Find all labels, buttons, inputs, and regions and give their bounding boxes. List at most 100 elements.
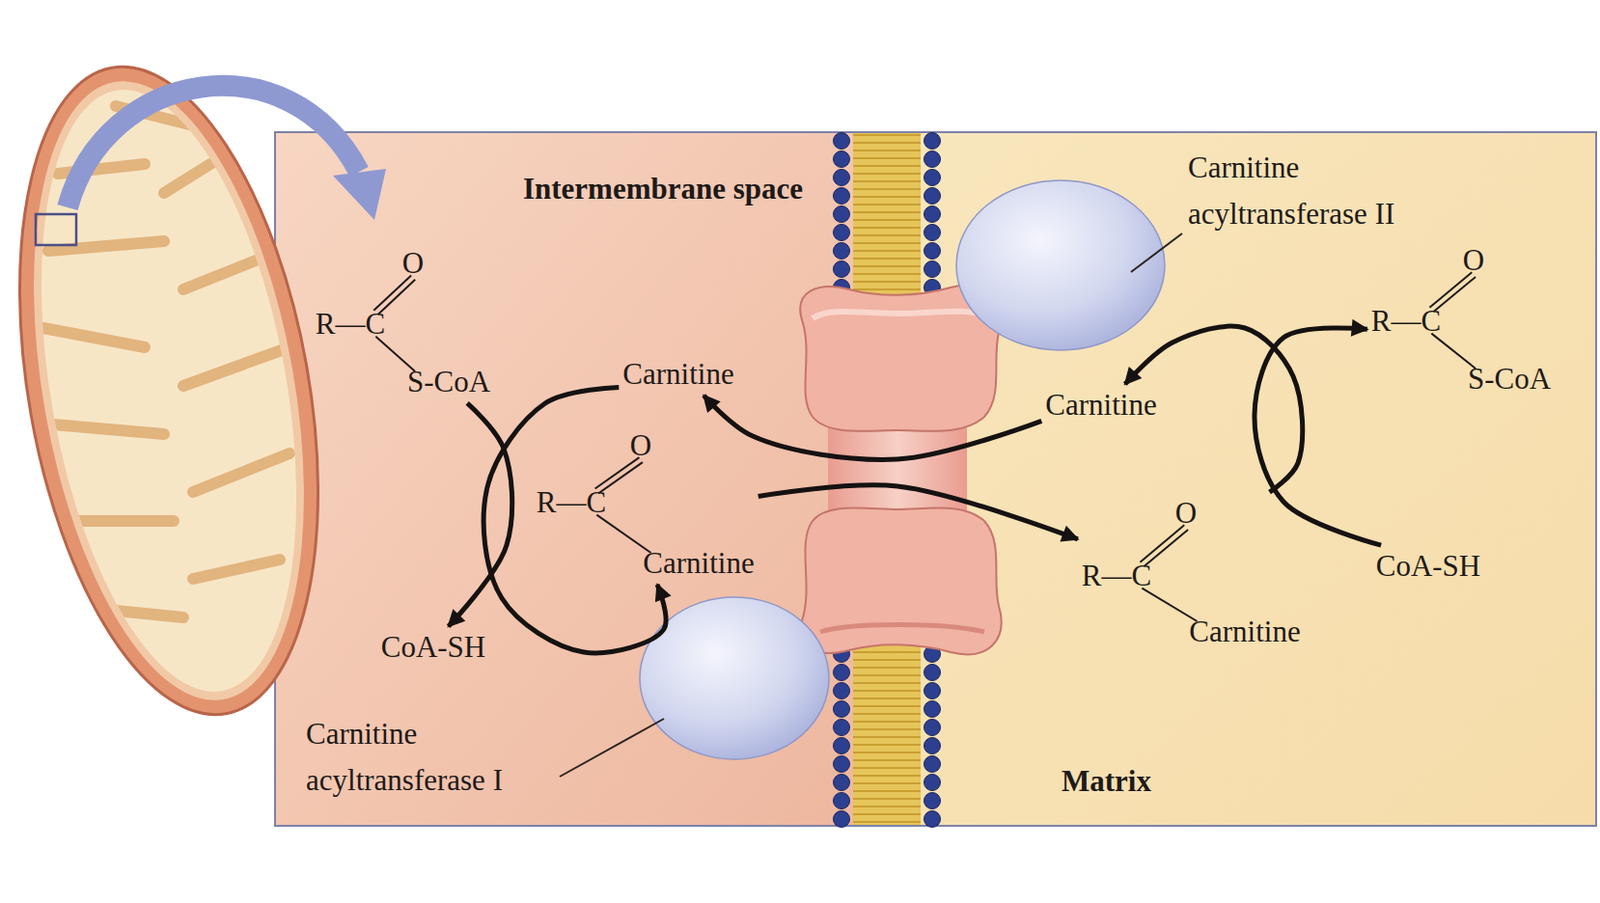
- leader-line: [1131, 233, 1183, 273]
- crista: [86, 607, 184, 618]
- lipid-head: [924, 738, 941, 755]
- lipid-head: [833, 151, 851, 168]
- chemical-bond: [373, 275, 412, 311]
- lipid-head: [924, 719, 941, 737]
- chemical-bond: [1433, 276, 1476, 312]
- chemical-bond: [377, 279, 415, 315]
- transporter-shade: [820, 625, 985, 634]
- reaction-arrow: [703, 395, 1042, 461]
- lipid-head: [833, 243, 851, 260]
- formula-text: Carnitine: [622, 357, 734, 392]
- molecule: O R—C S-CoA: [311, 242, 495, 404]
- chemical-bond: [1431, 333, 1476, 369]
- lipid-head: [924, 793, 941, 810]
- formula-text: S-CoA: [407, 364, 491, 400]
- lipid-head: [833, 188, 851, 205]
- chemical-bond: [598, 462, 643, 494]
- cat-ii-enzyme: [956, 180, 1165, 351]
- mitochondrion: [0, 43, 364, 739]
- lipid-head: [833, 683, 851, 700]
- lipid-head: [924, 774, 941, 792]
- zoom-arrow: [67, 85, 359, 208]
- intermembrane-region: [275, 133, 856, 826]
- lipid-head: [924, 169, 941, 187]
- molecule: OR—CS-CoA: [1367, 239, 1555, 401]
- lipid-head: [924, 811, 941, 828]
- formula-text: O: [1175, 496, 1197, 531]
- crista: [193, 559, 280, 580]
- lipid-head: [833, 206, 851, 223]
- lipid-head: [924, 206, 941, 223]
- lipid-head: [833, 664, 851, 682]
- chemical-bond: [1429, 273, 1472, 308]
- formula-text: CoA-SH: [381, 630, 487, 665]
- transporter-channel: [827, 424, 967, 514]
- lipid-head: [833, 719, 851, 737]
- lipid-head: [924, 701, 941, 718]
- crista: [67, 515, 174, 527]
- leader-line: [559, 718, 664, 777]
- lipid-head: [924, 151, 941, 168]
- lipid-head: [924, 261, 941, 278]
- lipid-head: [833, 793, 851, 810]
- lipid-head: [833, 738, 851, 755]
- formula-text: Carnitine: [1045, 387, 1157, 423]
- chemical-bond: [1139, 525, 1185, 563]
- zoom-arrowhead: [332, 168, 387, 221]
- chemical-bond: [375, 336, 415, 372]
- lipid-head: [924, 756, 941, 773]
- crista: [53, 424, 165, 435]
- formula-text: R—C: [536, 485, 607, 521]
- lipid-head: [833, 133, 851, 150]
- panel: [275, 132, 1597, 827]
- lipid-head: [833, 774, 851, 792]
- crista: [193, 453, 290, 493]
- chemical-bond: [1143, 529, 1188, 567]
- lipid-head: [833, 261, 851, 278]
- lipid-head: [924, 188, 941, 205]
- lipid-head: [833, 169, 851, 187]
- reaction-arrow: [448, 403, 513, 627]
- formula-text: S-CoA: [1467, 361, 1551, 397]
- molecule: O R—C Carnitine: [532, 424, 759, 585]
- crista: [183, 250, 280, 290]
- molecule-name: Carnitine: [618, 353, 738, 396]
- molecule-name: CoA-SH: [1372, 545, 1486, 588]
- chemical-bond: [594, 457, 639, 489]
- lipid-head: [924, 224, 941, 242]
- region-label: Intermembrane space: [518, 165, 808, 213]
- molecule: O R—C Carnitine: [1077, 492, 1305, 654]
- chemical-bond: [596, 515, 651, 553]
- formula-text: O: [402, 246, 424, 281]
- lipid-head: [924, 683, 941, 700]
- formula-text: R—C: [315, 306, 386, 342]
- molecule-name: CoA-SH: [377, 626, 491, 669]
- enzyme-label: Carnitine acyltransferase II: [1187, 144, 1468, 238]
- formula-text: O: [630, 428, 652, 464]
- enzyme-label: Carnitine acyltransferase I: [305, 711, 586, 804]
- transporter-shine: [812, 311, 987, 319]
- reaction-arrow: [758, 485, 1078, 540]
- formula-text: Carnitine: [1188, 614, 1300, 650]
- reaction-arrow: [1254, 328, 1381, 546]
- lipid-head: [833, 701, 851, 718]
- transporter-lower: [800, 507, 1001, 655]
- lipid-head: [924, 664, 941, 682]
- formula-text: O: [1462, 243, 1485, 278]
- chemical-bond: [1141, 588, 1197, 622]
- crista: [164, 144, 242, 194]
- crista: [43, 328, 145, 348]
- crista: [183, 347, 290, 387]
- lipid-head: [833, 756, 851, 773]
- formula-text: Carnitine: [642, 546, 754, 581]
- molecule-name: Carnitine: [1041, 384, 1160, 427]
- reaction-arrow: [483, 386, 666, 653]
- formula-text: CoA-SH: [1376, 549, 1482, 584]
- formula-text: R—C: [1081, 558, 1152, 594]
- lipid-head: [833, 811, 851, 828]
- lipid-head: [924, 133, 941, 150]
- region-label: Matrix: [1061, 758, 1255, 805]
- lipid-head: [833, 224, 851, 242]
